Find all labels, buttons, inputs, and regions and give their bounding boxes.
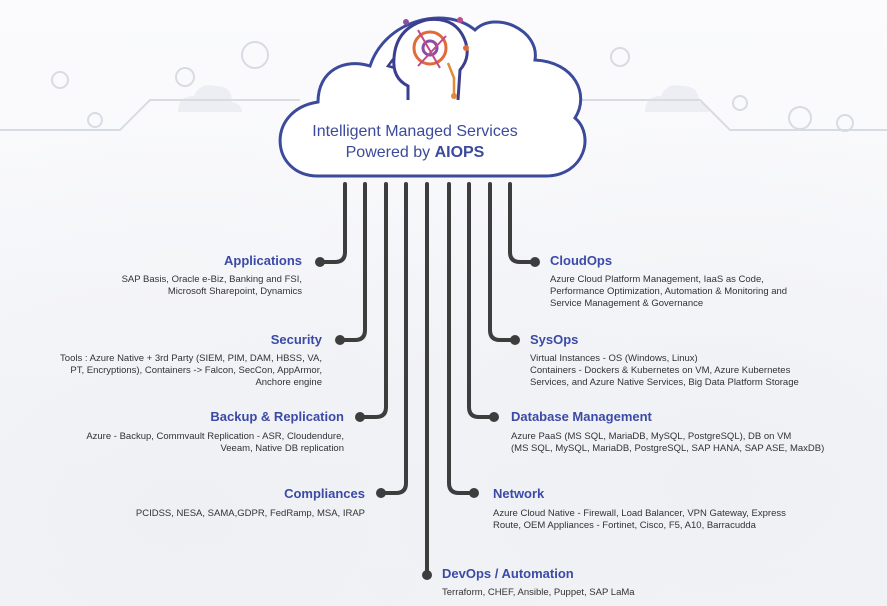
cloudops-desc-line1: Azure Cloud Platform Management, IaaS as… <box>550 274 764 285</box>
connector-compliances <box>379 182 408 495</box>
connector-dot <box>315 257 325 267</box>
connector-dot <box>489 412 499 422</box>
database-heading: Database Management <box>511 409 652 424</box>
network-heading: Network <box>493 486 545 501</box>
connector-dot <box>335 335 345 345</box>
cloudops-desc-line2: Performance Optimization, Automation & M… <box>550 286 788 297</box>
sysops-desc: Virtual Instances - OS (Windows, Linux) … <box>530 353 799 389</box>
sysops-desc-line1: Virtual Instances - OS (Windows, Linux) <box>530 353 698 364</box>
security-desc-line1: Tools : Azure Native + 3rd Party (SIEM, … <box>60 353 322 364</box>
bg-gear-icon <box>241 41 269 69</box>
bg-cloud-icon <box>645 85 709 112</box>
backup-desc-line2: Veeam, Native DB replication <box>220 443 344 454</box>
bg-gear-icon <box>788 106 812 130</box>
connector-backup <box>358 182 388 419</box>
bg-gear-icon <box>610 47 630 67</box>
connector-security <box>338 182 367 342</box>
devops-desc-line1: Terraform, CHEF, Ansible, Puppet, SAP La… <box>442 587 635 598</box>
backup-heading: Backup & Replication <box>210 409 344 424</box>
bg-gear-icon <box>51 71 69 89</box>
backup-desc: Azure - Backup, Commvault Replication - … <box>86 431 344 455</box>
connector-cloudops <box>508 182 537 264</box>
connector-dots <box>315 257 540 580</box>
sysops-desc-line2: Containers - Dockers & Kubernetes on VM,… <box>530 365 791 376</box>
connector-dot <box>422 570 432 580</box>
security-desc: Tools : Azure Native + 3rd Party (SIEM, … <box>60 353 322 389</box>
compliances-desc: PCIDSS, NESA, SAMA,GDPR, FedRamp, MSA, I… <box>136 508 365 520</box>
bg-gear-icon <box>732 95 748 111</box>
cloudops-heading: CloudOps <box>550 253 613 268</box>
network-desc: Azure Cloud Native - Firewall, Load Bala… <box>493 508 786 532</box>
connector-network <box>447 182 476 495</box>
bg-circuit-line <box>580 99 887 131</box>
connector-dot <box>376 488 386 498</box>
sysops-desc-line3: Services, and Azure Native Services, Big… <box>530 377 799 388</box>
database-desc-line2: (MS SQL, MySQL, MariaDB, PostgreSQL, SAP… <box>511 443 825 454</box>
applications-heading: Applications <box>223 253 302 268</box>
connector-database <box>467 182 496 419</box>
cloud-title-line2: Powered by AIOPS <box>290 143 540 163</box>
bg-circuit-line <box>0 99 300 131</box>
sysops-heading: SysOps <box>530 332 579 347</box>
bg-gear-icon <box>87 112 103 128</box>
network-desc-line2: Route, OEM Appliances - Fortinet, Cisco,… <box>493 520 756 531</box>
cloud-title-line1: Intelligent Managed Services <box>312 123 518 140</box>
security-desc-line3: Anchore engine <box>255 377 322 388</box>
connector-dot <box>355 412 365 422</box>
applications-desc-line2: Microsoft Sharepoint, Dynamics <box>167 286 302 297</box>
connectors <box>318 182 537 577</box>
background-decorations <box>0 41 887 132</box>
network-desc-line1: Azure Cloud Native - Firewall, Load Bala… <box>493 508 786 519</box>
ai-brain-head-icon <box>385 17 469 101</box>
connector-applications <box>318 182 347 264</box>
cloud-outline <box>278 16 587 178</box>
bg-gear-icon <box>175 67 195 87</box>
cloud-title-prefix: Powered by <box>345 144 435 161</box>
connector-dot <box>469 488 479 498</box>
bg-gear-icon <box>836 114 854 132</box>
security-desc-line2: PT, Encryptions), Containers -> Falcon, … <box>70 365 322 376</box>
cloudops-desc: Azure Cloud Platform Management, IaaS as… <box>550 274 787 310</box>
connector-dot <box>510 335 520 345</box>
cloud-title-aiops: AIOPS <box>434 144 485 161</box>
bg-cloud-icon <box>178 85 242 112</box>
compliances-heading: Compliances <box>284 486 365 501</box>
database-desc-line1: Azure PaaS (MS SQL, MariaDB, MySQL, Post… <box>511 431 792 442</box>
database-desc: Azure PaaS (MS SQL, MariaDB, MySQL, Post… <box>511 431 824 455</box>
applications-desc-line1: SAP Basis, Oracle e-Biz, Banking and FSI… <box>121 274 302 285</box>
connector-sysops <box>488 182 517 342</box>
connector-dot <box>530 257 540 267</box>
devops-desc: Terraform, CHEF, Ansible, Puppet, SAP La… <box>442 587 635 599</box>
cloudops-desc-line3: Service Management & Governance <box>550 298 704 309</box>
applications-desc: SAP Basis, Oracle e-Biz, Banking and FSI… <box>122 274 302 298</box>
security-heading: Security <box>270 332 322 347</box>
compliances-desc-line1: PCIDSS, NESA, SAMA,GDPR, FedRamp, MSA, I… <box>135 508 365 519</box>
devops-heading: DevOps / Automation <box>442 566 574 581</box>
backup-desc-line1: Azure - Backup, Commvault Replication - … <box>86 431 344 442</box>
